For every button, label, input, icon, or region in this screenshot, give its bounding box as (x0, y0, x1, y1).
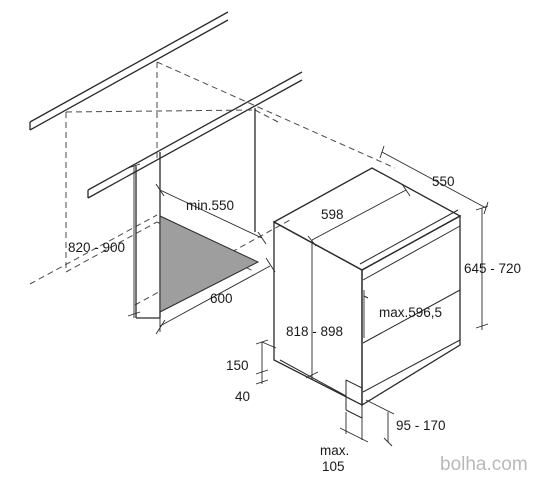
dim-niche-depth (155, 183, 267, 245)
label-niche-depth: min.550 (186, 198, 234, 213)
niche-floor (159, 215, 260, 313)
dim-plinth-offset (365, 399, 395, 447)
label-niche-height: 820 - 900 (68, 240, 125, 255)
label-plinth-depth-max: max. (320, 443, 349, 458)
dim-plinth-foot (255, 339, 277, 385)
countertop-rails (29, 11, 303, 199)
dim-door-height (475, 205, 489, 330)
label-appliance-width: 598 (321, 207, 344, 222)
label-niche-width: 600 (210, 291, 233, 306)
label-door-height: 645 - 720 (464, 261, 521, 276)
watermark: bolha.com (440, 454, 528, 475)
dim-plinth-depth (339, 412, 369, 443)
label-foot-height: 40 (235, 389, 250, 404)
label-door-width: max.596,5 (379, 305, 442, 320)
appliance-body (272, 167, 462, 419)
label-plinth-height: 150 (226, 358, 249, 373)
label-appliance-depth: 550 (432, 174, 455, 189)
label-appliance-height: 818 - 898 (286, 324, 343, 339)
label-plinth-depth-value: 105 (322, 459, 345, 474)
dim-niche-height (127, 163, 141, 318)
label-plinth-offset: 95 - 170 (396, 418, 446, 433)
dim-appliance-depth (379, 145, 489, 215)
dim-appliance-height (305, 240, 319, 380)
